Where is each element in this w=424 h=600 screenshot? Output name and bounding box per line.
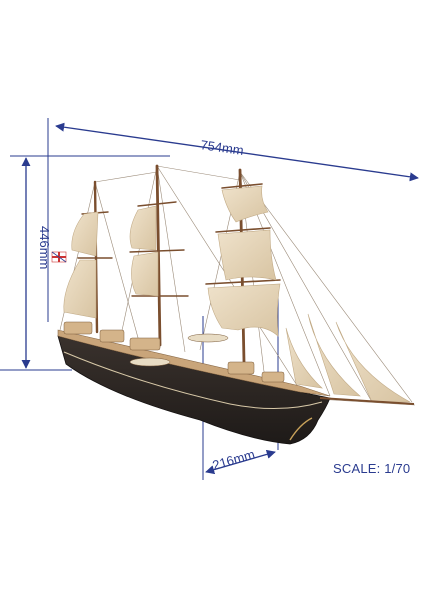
main-course (131, 251, 159, 297)
fore-topsail (217, 229, 277, 281)
mizzen-topsail (71, 211, 99, 257)
ensign-flag-icon (51, 251, 67, 263)
dimension-lines (0, 118, 419, 480)
fore-royal (221, 185, 269, 223)
beam-label: 216mm (211, 447, 257, 473)
sails (63, 185, 411, 403)
main-mast (155, 164, 162, 347)
fore-staysail (285, 327, 323, 389)
scale-label: SCALE: 1/70 (333, 461, 411, 476)
mizzen-mast (93, 180, 99, 334)
mizzen-course (63, 259, 97, 319)
main-topsail (129, 205, 157, 251)
deck-fittings (63, 321, 285, 383)
inner-jib (307, 313, 361, 397)
bowsprit (319, 397, 415, 405)
length-label: 754mm (200, 137, 245, 158)
length-arrow (55, 122, 419, 182)
height-label: 446mm (37, 226, 52, 269)
outer-jib (335, 321, 411, 403)
ship-model (51, 164, 416, 445)
beam-arrow (205, 449, 276, 475)
fore-course (207, 283, 281, 337)
